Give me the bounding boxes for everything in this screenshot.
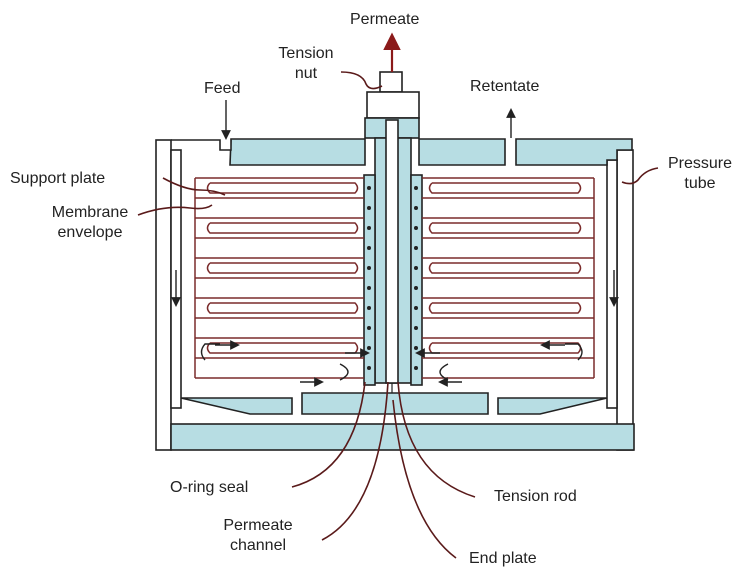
tension-rod	[374, 119, 412, 400]
label-end-plate: End plate	[469, 550, 537, 567]
label-permeate: Permeate	[350, 11, 419, 28]
label-tension-rod: Tension rod	[494, 488, 577, 505]
leader-lines	[137, 71, 659, 559]
top-cover-plate	[171, 138, 633, 166]
lower-right-plate	[497, 397, 608, 415]
flow-arrows	[171, 270, 619, 387]
right-support-plate-stack	[410, 174, 595, 386]
label-retentate: Retentate	[470, 78, 539, 95]
label-o-ring-seal: O-ring seal	[170, 479, 248, 496]
label-support-plate: Support plate	[10, 170, 105, 187]
lower-left-plate	[180, 397, 293, 415]
label-feed: Feed	[204, 80, 240, 97]
bottom-base-plate	[170, 423, 635, 451]
end-plate	[301, 392, 489, 415]
